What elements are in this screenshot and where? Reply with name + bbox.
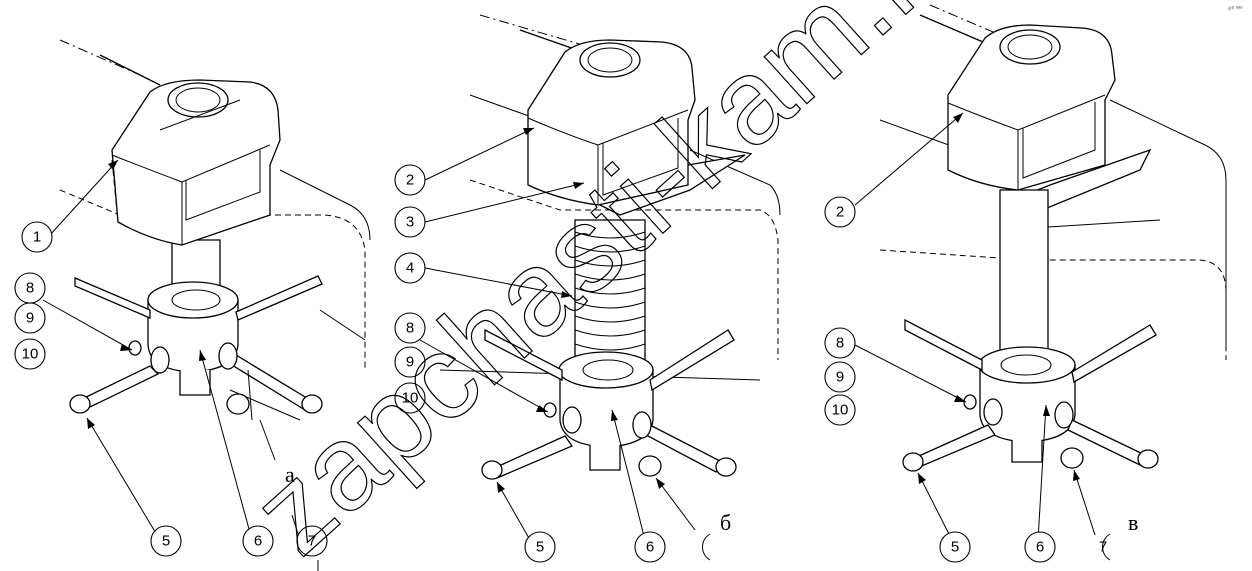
callout-9-b: 9 bbox=[406, 354, 414, 371]
callout-4-b: 4 bbox=[406, 260, 414, 277]
callout-5-b: 5 bbox=[536, 539, 544, 556]
callout-2-b: 2 bbox=[406, 172, 414, 189]
corner-mark: ⅇᵖ ᵃᵃᵃ bbox=[1228, 6, 1243, 12]
callout-6-c: 6 bbox=[1036, 539, 1044, 556]
callout-8-a: 8 bbox=[26, 280, 34, 297]
callout-6-a: 6 bbox=[254, 533, 262, 550]
callout-10-c: 10 bbox=[832, 402, 849, 419]
callout-8-c: 8 bbox=[836, 335, 844, 352]
view-label-b: б bbox=[720, 510, 731, 535]
view-b: 2 3 4 8 9 10 5 6 б bbox=[394, 14, 781, 563]
callout-10-a: 10 bbox=[22, 346, 39, 363]
callout-7-a: 7 bbox=[308, 533, 316, 550]
view-label-a: а bbox=[285, 462, 295, 487]
callout-7-c: 7 bbox=[1099, 539, 1107, 556]
callout-5-c: 5 bbox=[951, 539, 959, 556]
callout-3-b: 3 bbox=[406, 214, 414, 231]
callout-5-a: 5 bbox=[162, 533, 170, 550]
callout-6-b: 6 bbox=[646, 539, 654, 556]
callout-8-b: 8 bbox=[406, 320, 414, 337]
callout-9-a: 9 bbox=[26, 310, 34, 327]
callout-1-a: 1 bbox=[33, 229, 41, 246]
view-c: 2 8 9 10 5 6 7 в bbox=[824, 4, 1227, 563]
callout-9-c: 9 bbox=[836, 369, 844, 386]
view-label-c: в bbox=[1128, 510, 1138, 535]
callout-10-b: 10 bbox=[402, 390, 419, 407]
view-a: 1 8 9 10 5 6 7 а bbox=[14, 39, 371, 571]
callout-2-c: 2 bbox=[836, 204, 844, 221]
